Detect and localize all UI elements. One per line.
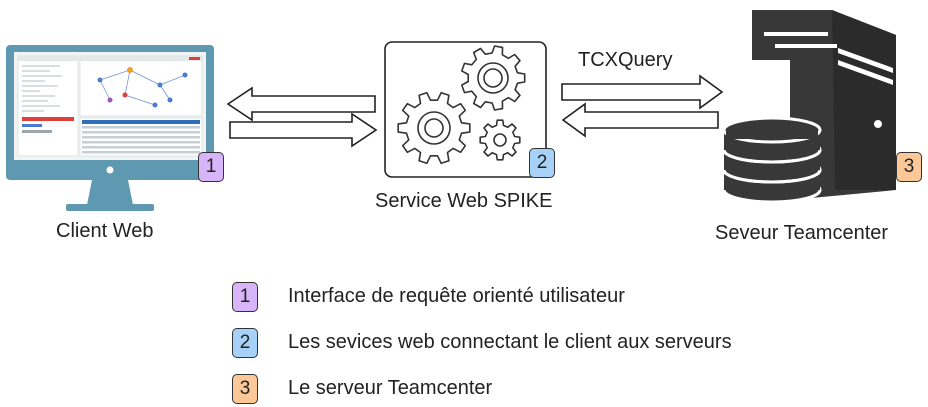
server-label: Seveur Teamcenter: [715, 222, 889, 244]
legend-text-2: Les sevices web connectant le client aux…: [288, 331, 732, 353]
legend-badge-2: 2: [232, 328, 258, 358]
server-tower-icon: [752, 10, 896, 200]
service-label: Service Web SPIKE: [375, 190, 553, 212]
arrow-right-icon: [229, 112, 378, 148]
monitor-icon: [6, 45, 214, 211]
legend-badge-1: 1: [232, 282, 258, 312]
arrow-left-icon: [561, 102, 719, 138]
arrow-right-icon: [561, 74, 724, 110]
arrow-left-icon: [226, 86, 376, 122]
legend-text-3: Le serveur Teamcenter: [288, 377, 493, 399]
legend-badge-3: 3: [232, 374, 258, 404]
query-label: TCXQuery: [578, 49, 673, 71]
client-label: Client Web: [56, 220, 154, 242]
gears-icon: [397, 45, 526, 165]
legend-text-1: Interface de requête orienté utilisateur: [288, 285, 625, 307]
client-badge: 1: [198, 152, 224, 182]
database-icon: [722, 116, 822, 204]
server-badge: 3: [896, 152, 922, 182]
service-badge: 2: [529, 148, 555, 178]
